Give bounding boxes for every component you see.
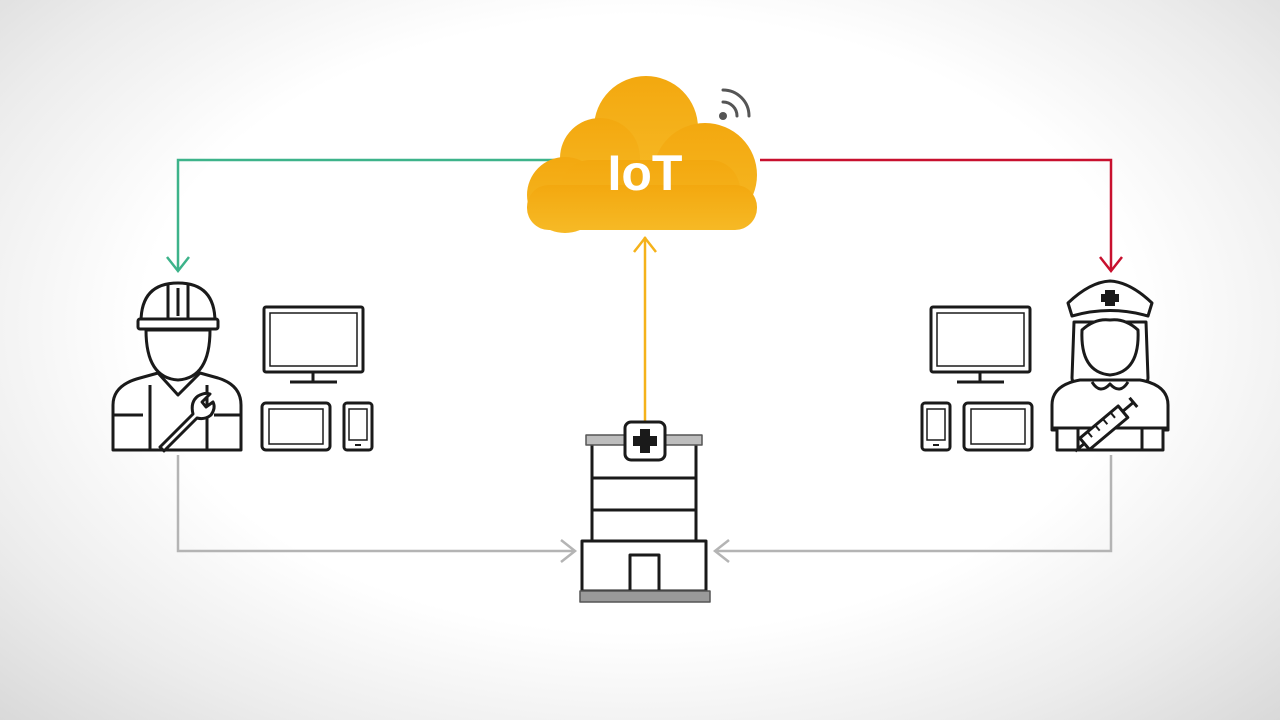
iot-cloud: IoT <box>527 76 757 233</box>
wifi-signal-icon <box>719 88 751 120</box>
arrow-nurse-to-hospital <box>712 455 1113 563</box>
nurse-tablet-icon <box>962 401 1034 452</box>
arrow-cloud-to-technician <box>166 158 560 274</box>
technician-icon <box>111 281 243 453</box>
nurse-icon <box>1050 279 1170 453</box>
technician-phone-icon <box>342 401 374 452</box>
arrow-cloud-to-nurse <box>760 158 1123 274</box>
technician-monitor-icon <box>262 305 365 384</box>
nurse-phone-icon <box>920 401 952 452</box>
hospital-icon <box>579 420 711 603</box>
cloud-label: IoT <box>608 145 683 201</box>
arrow-hospital-to-cloud <box>633 235 657 423</box>
arrow-technician-to-hospital <box>176 455 578 563</box>
nurse-monitor-icon <box>929 305 1032 384</box>
technician-tablet-icon <box>260 401 332 452</box>
